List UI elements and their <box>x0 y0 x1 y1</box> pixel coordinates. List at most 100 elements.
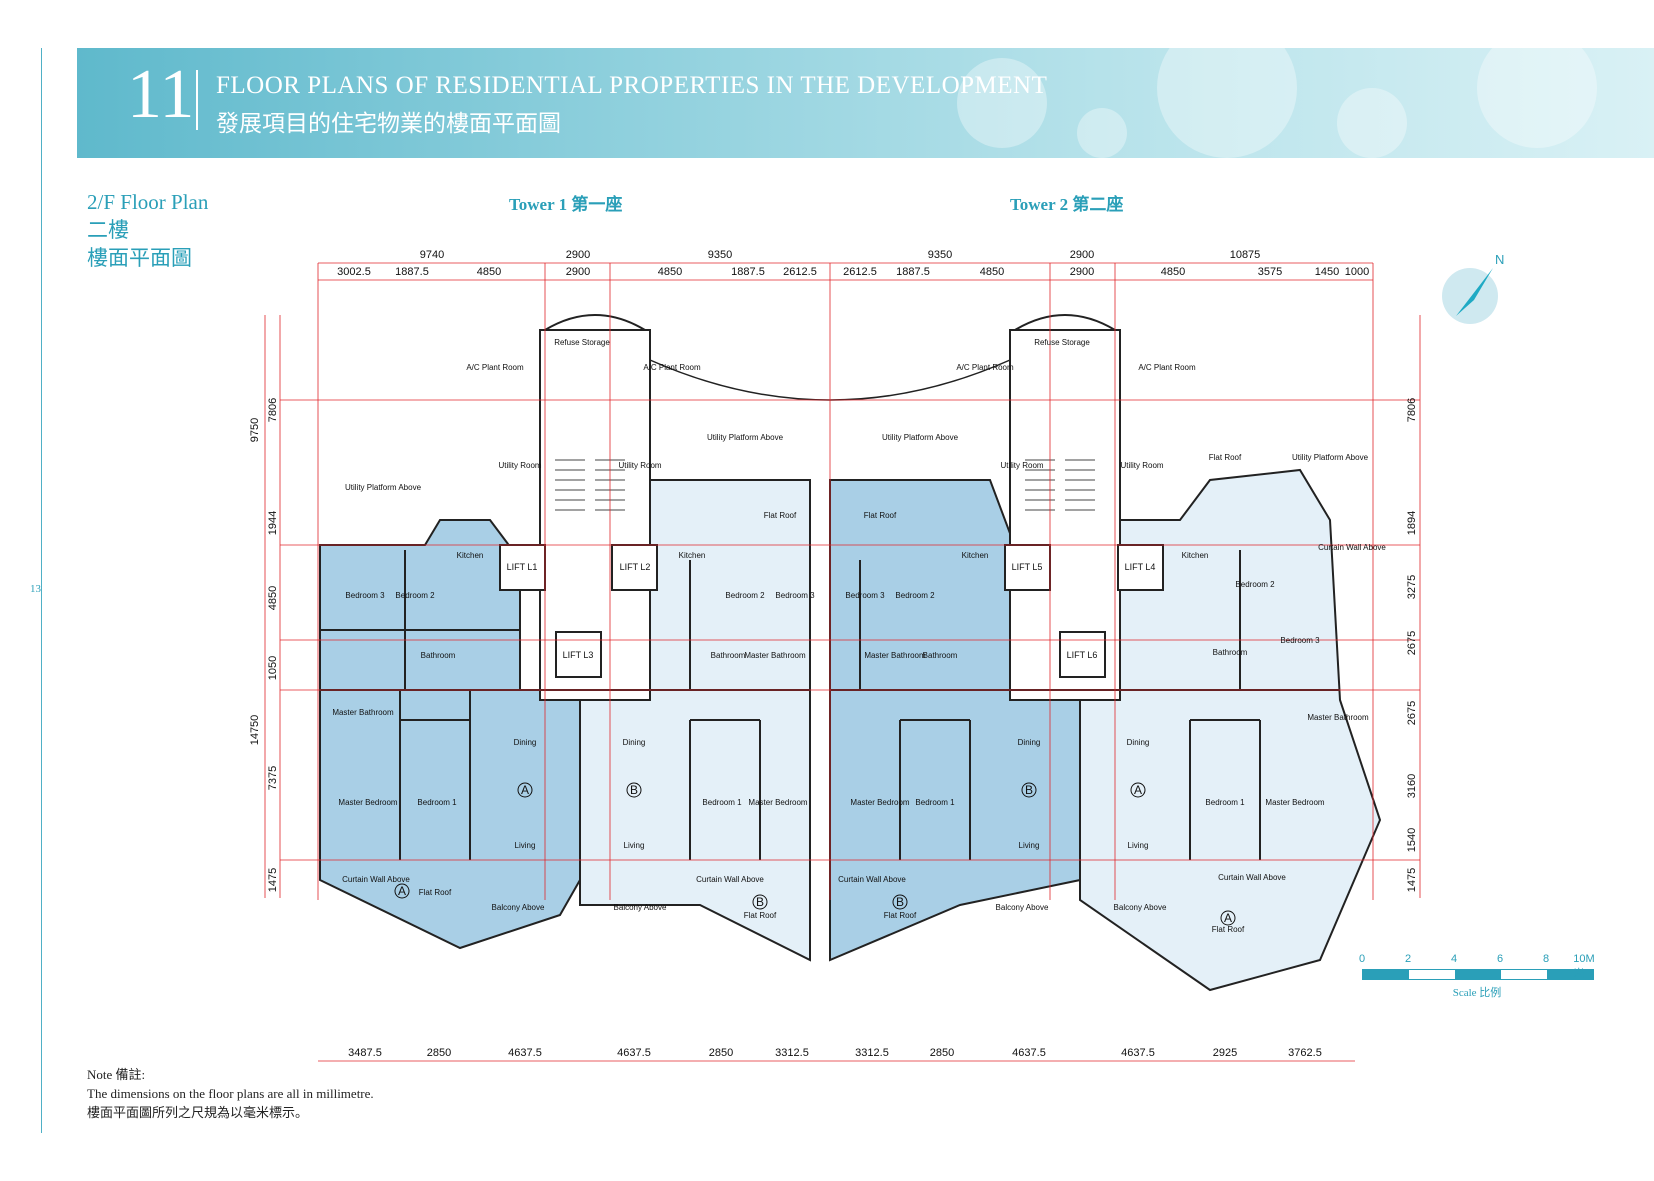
dim-right-7: 1540 <box>1406 828 1418 852</box>
refuse-storage-t1: Refuse Storage <box>554 338 610 347</box>
scale-tick-6: 6 <box>1496 953 1504 965</box>
dim-bottom-6: 3312.5 <box>775 1047 809 1059</box>
utility-room-1: Utility Room <box>498 461 541 470</box>
dim-left-inner-1: 7806 <box>267 398 279 422</box>
living-2: Living <box>624 841 645 850</box>
dim-bottom-4: 4637.5 <box>617 1047 651 1059</box>
dim-top-outer-6: 10875 <box>1230 249 1261 261</box>
dim-right-1: 7806 <box>1406 398 1418 422</box>
scale-bar: 0 2 4 6 8 10M米 Scale 比例 <box>1359 953 1602 1000</box>
lift-l5: LIFT L5 <box>1012 562 1043 572</box>
dim-top-inner-3: 4850 <box>477 266 501 278</box>
dim-right-8: 1475 <box>1406 868 1418 892</box>
dim-bottom-10: 4637.5 <box>1121 1047 1155 1059</box>
dim-top-outer-3: 9350 <box>708 249 732 261</box>
dim-top-inner-10: 4850 <box>980 266 1004 278</box>
dim-left-inner-5: 7375 <box>267 766 279 790</box>
dim-top-inner-1: 3002.5 <box>337 266 371 278</box>
dim-bottom-12: 3762.5 <box>1288 1047 1322 1059</box>
dim-top-inner-14: 1450 <box>1315 266 1339 278</box>
unit-marker-b-1: B <box>630 783 638 797</box>
flat-roof-3: Flat Roof <box>884 911 917 920</box>
dim-top-inner-6: 1887.5 <box>731 266 765 278</box>
scale-ticks: 0 2 4 6 8 10M米 <box>1359 953 1602 980</box>
curtain-wall-5: Curtain Wall Above <box>1318 543 1386 552</box>
dining-3: Dining <box>1018 738 1041 747</box>
dining-1: Dining <box>514 738 537 747</box>
kitchen-1: Kitchen <box>457 551 484 560</box>
dim-bottom-3: 4637.5 <box>508 1047 542 1059</box>
flat-roof-1: Flat Roof <box>419 888 452 897</box>
bedroom1-4: Bedroom 1 <box>1205 798 1245 807</box>
unit-marker-b-3: B <box>756 895 764 909</box>
unit-marker-a-3: A <box>398 884 406 898</box>
dim-right-3: 3275 <box>1406 575 1418 599</box>
dim-top-inner-13: 3575 <box>1258 266 1282 278</box>
flat-roof-4: Flat Roof <box>1212 925 1245 934</box>
dim-top-inner-12: 4850 <box>1161 266 1185 278</box>
scale-tick-10: 10M米 <box>1573 953 1595 980</box>
living-1: Living <box>515 841 536 850</box>
utility-platform-2: Utility Platform Above <box>707 433 784 442</box>
dim-left-inner-3: 4850 <box>267 586 279 610</box>
dim-bottom-8: 2850 <box>930 1047 954 1059</box>
dim-left-inner-6: 1475 <box>267 868 279 892</box>
bedroom2-3: Bedroom 2 <box>895 591 935 600</box>
dim-bottom-2: 2850 <box>427 1047 451 1059</box>
scale-label: Scale 比例 <box>1452 987 1502 999</box>
bedroom3-3: Bedroom 3 <box>845 591 885 600</box>
dim-top-inner-2: 1887.5 <box>395 266 429 278</box>
section-banner <box>77 48 1654 158</box>
dim-top-inner-5: 4850 <box>658 266 682 278</box>
flat-roof-6: Flat Roof <box>764 511 797 520</box>
dim-top-outer-2: 2900 <box>566 249 590 261</box>
master-bathroom-3: Master Bathroom <box>864 651 926 660</box>
utility-platform-4: Utility Platform Above <box>1292 453 1369 462</box>
scale-tick-8: 8 <box>1542 953 1550 965</box>
master-bedroom-2: Master Bedroom <box>748 798 807 807</box>
bedroom1-3: Bedroom 1 <box>915 798 955 807</box>
ac-plant-t1-r: A/C Plant Room <box>643 363 701 372</box>
compass-label: N <box>1495 252 1504 267</box>
unit-marker-a-2: A <box>1134 783 1142 797</box>
bedroom3-1: Bedroom 3 <box>345 591 385 600</box>
plan-title-en: 2/F Floor Plan <box>87 190 209 214</box>
master-bedroom-1: Master Bedroom <box>338 798 397 807</box>
note-line-zh: 樓面平面圖所列之尺規為以毫米標示。 <box>87 1105 309 1120</box>
kitchen-3: Kitchen <box>962 551 989 560</box>
master-bathroom-2: Master Bathroom <box>744 651 806 660</box>
lift-l1: LIFT L1 <box>507 562 538 572</box>
dim-right-5: 2675 <box>1406 701 1418 725</box>
utility-room-3: Utility Room <box>1000 461 1043 470</box>
scale-bar-graphic <box>1362 969 1594 980</box>
lift-l2: LIFT L2 <box>620 562 651 572</box>
page-number: 13 <box>30 583 41 595</box>
dim-left-inner-4: 1050 <box>267 656 279 680</box>
flat-roof-2: Flat Roof <box>744 911 777 920</box>
dim-left-outer-2: 14750 <box>249 715 261 746</box>
dining-4: Dining <box>1127 738 1150 747</box>
dim-top-inner-15: 1000 <box>1345 266 1369 278</box>
north-compass-icon: N <box>1442 252 1504 324</box>
master-bedroom-4: Master Bedroom <box>1265 798 1324 807</box>
utility-room-2: Utility Room <box>618 461 661 470</box>
balcony-1: Balcony Above <box>492 903 545 912</box>
section-number: 11 <box>127 56 195 133</box>
living-4: Living <box>1128 841 1149 850</box>
dim-bottom-11: 2925 <box>1213 1047 1237 1059</box>
scale-tick-2: 2 <box>1404 953 1412 965</box>
master-bathroom-1: Master Bathroom <box>332 708 394 717</box>
flat-roof-7: Flat Roof <box>1209 453 1242 462</box>
unit-marker-a-4: A <box>1224 911 1232 925</box>
section-title-zh: 發展項目的住宅物業的樓面平面圖 <box>216 111 561 136</box>
bedroom1-2: Bedroom 1 <box>702 798 742 807</box>
bedroom3-2: Bedroom 3 <box>775 591 815 600</box>
living-3: Living <box>1019 841 1040 850</box>
note-block: Note 備註: The dimensions on the floor pla… <box>87 1065 374 1122</box>
kitchen-2: Kitchen <box>679 551 706 560</box>
dim-top-inner-11: 2900 <box>1070 266 1094 278</box>
balcony-2: Balcony Above <box>614 903 667 912</box>
bedroom2-1: Bedroom 2 <box>395 591 435 600</box>
tower2-label: Tower 2 第二座 <box>1010 195 1124 214</box>
bathroom-1: Bathroom <box>421 651 456 660</box>
